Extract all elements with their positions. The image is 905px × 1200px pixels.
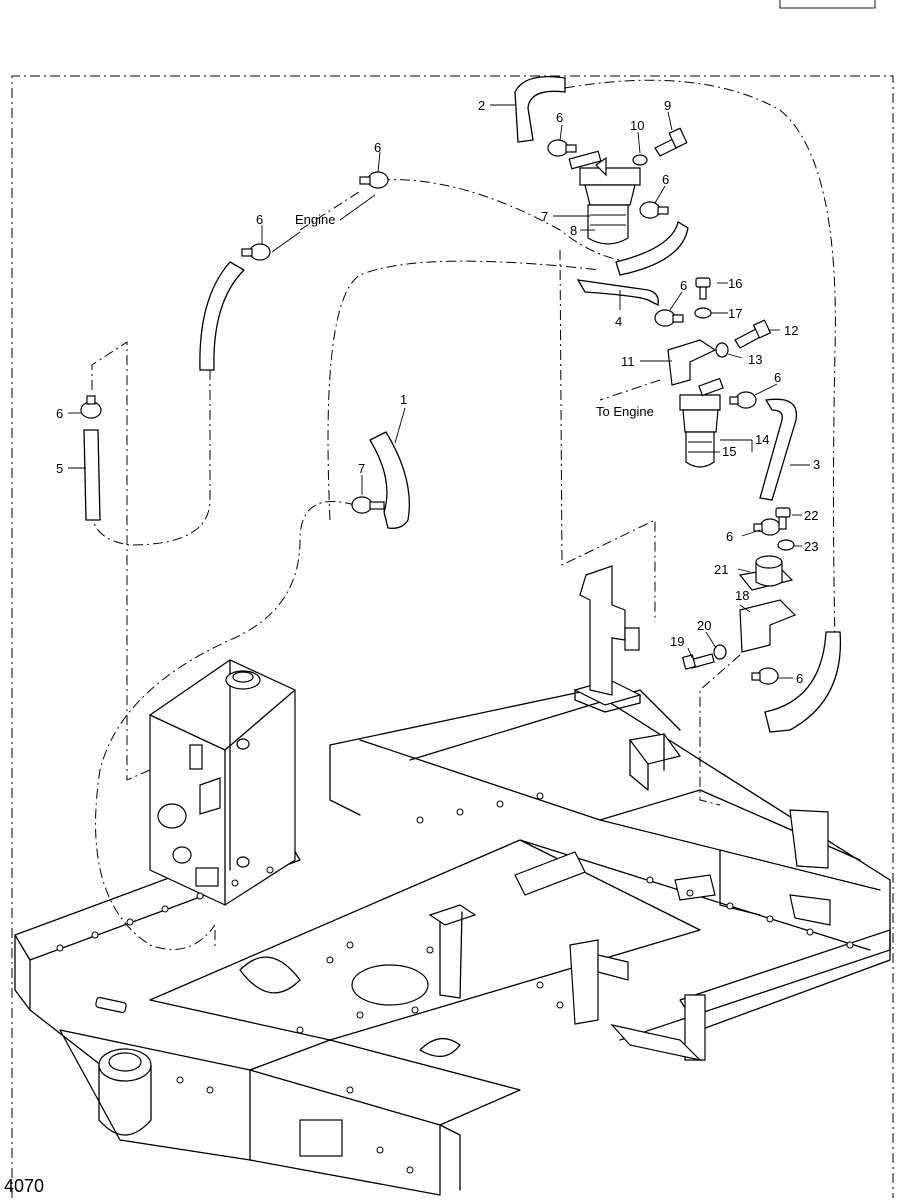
callout-12: 12 bbox=[784, 323, 798, 338]
bolt-19 bbox=[681, 653, 715, 670]
callout-6-a: 6 bbox=[556, 110, 563, 125]
bracket-11 bbox=[667, 339, 717, 386]
routing-lines bbox=[91, 79, 836, 950]
callout-6-d: 6 bbox=[256, 212, 263, 227]
callout-6-i: 6 bbox=[796, 671, 803, 686]
clamps bbox=[80, 139, 781, 685]
callouts: 2 6 10 9 6 6 7 8 6 16 6 17 4 12 11 13 6 … bbox=[56, 98, 820, 686]
callout-16: 16 bbox=[728, 276, 742, 291]
leader-lines bbox=[68, 104, 810, 679]
fuel-filter-upper bbox=[568, 150, 641, 245]
callout-7-a: 7 bbox=[541, 209, 548, 224]
callout-4: 4 bbox=[615, 314, 622, 329]
bolt-12 bbox=[734, 319, 772, 349]
callout-17: 17 bbox=[728, 306, 742, 321]
callout-6-g: 6 bbox=[56, 406, 63, 421]
callout-19: 19 bbox=[670, 634, 684, 649]
callout-23: 23 bbox=[804, 539, 818, 554]
fuel-filter-lower bbox=[679, 377, 724, 468]
washer-20 bbox=[713, 644, 727, 660]
bolt-9 bbox=[654, 127, 688, 157]
engine-label: Engine bbox=[295, 212, 335, 227]
callout-6-c: 6 bbox=[662, 172, 669, 187]
callout-13: 13 bbox=[748, 352, 762, 367]
hoses bbox=[83, 75, 842, 733]
bracket-18 bbox=[739, 599, 797, 653]
callout-14: 14 bbox=[755, 432, 769, 447]
callout-6-b: 6 bbox=[374, 140, 381, 155]
callout-3: 3 bbox=[813, 457, 820, 472]
washer-17 bbox=[694, 307, 712, 319]
frame-holes bbox=[56, 792, 854, 1174]
callout-15: 15 bbox=[722, 444, 736, 459]
to-engine-label: To Engine bbox=[596, 404, 654, 419]
upper-frame-chassis bbox=[14, 565, 891, 1196]
callout-2: 2 bbox=[478, 98, 485, 113]
figure-number: 4070 bbox=[4, 1176, 44, 1196]
callout-6-f: 6 bbox=[774, 370, 781, 385]
callout-5: 5 bbox=[56, 461, 63, 476]
washer-13 bbox=[715, 342, 729, 358]
callout-6-h: 6 bbox=[726, 529, 733, 544]
washer-23 bbox=[777, 539, 795, 551]
callout-10: 10 bbox=[630, 118, 644, 133]
callout-7-b: 7 bbox=[358, 461, 365, 476]
callout-11: 11 bbox=[621, 354, 635, 369]
corner-tab bbox=[779, 0, 876, 9]
callout-6-e: 6 bbox=[680, 278, 687, 293]
outer-frame bbox=[11, 75, 894, 1198]
callout-20: 20 bbox=[697, 618, 711, 633]
bolt-16 bbox=[695, 277, 711, 300]
bolt-22 bbox=[775, 507, 791, 530]
callout-18: 18 bbox=[735, 588, 749, 603]
callout-8: 8 bbox=[570, 223, 577, 238]
callout-22: 22 bbox=[804, 508, 818, 523]
fuel-pump-21 bbox=[738, 555, 794, 591]
callout-21: 21 bbox=[714, 562, 728, 577]
washer-10 bbox=[632, 154, 648, 166]
callout-9: 9 bbox=[664, 98, 671, 113]
callout-1: 1 bbox=[400, 392, 407, 407]
